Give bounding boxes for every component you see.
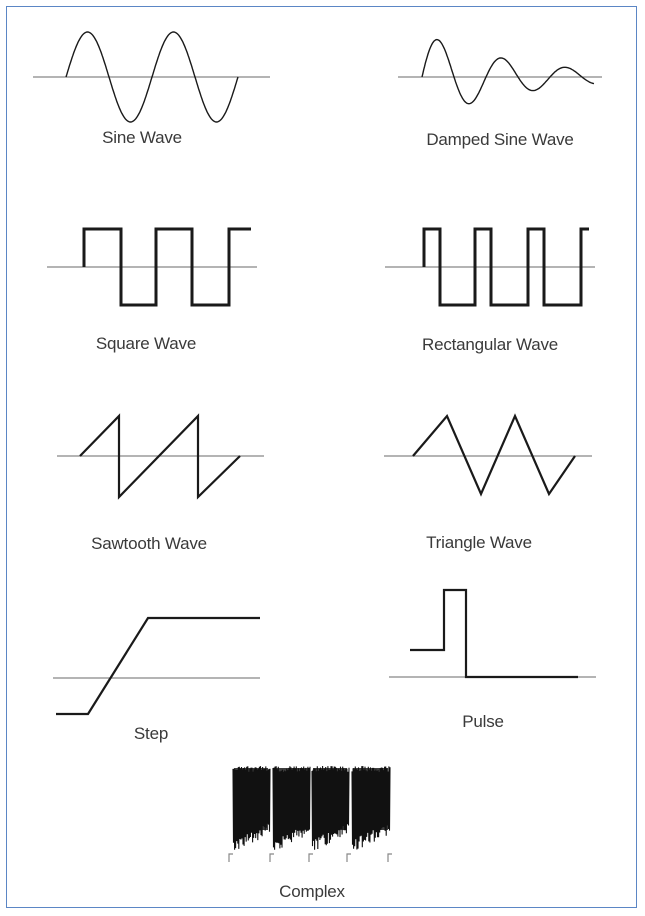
triangle-wave-label: Triangle Wave	[426, 533, 532, 552]
step-label: Step	[133, 724, 169, 743]
complex-burst-2	[272, 766, 311, 850]
sine-wave-label: Sine Wave	[102, 128, 182, 147]
pulse-figure	[389, 588, 596, 679]
complex-figure	[228, 765, 392, 862]
square-wave-trace	[82, 227, 251, 307]
square-wave-figure	[47, 227, 257, 307]
sine-wave-figure	[33, 31, 270, 123]
square-wave-label: Square Wave	[95, 334, 197, 353]
complex-burst-1	[232, 766, 271, 850]
triangle-wave-figure	[384, 413, 592, 497]
step-figure	[53, 616, 260, 716]
complex-bursts	[232, 765, 391, 850]
rectangular-wave-trace	[422, 227, 589, 307]
pulse-trace	[410, 588, 578, 679]
complex-burst-4	[351, 766, 391, 850]
sawtooth-wave-figure	[57, 413, 264, 500]
complex-burst-3	[311, 765, 350, 850]
damped-sine-wave-label: Damped Sine Wave	[426, 130, 574, 149]
rectangular-wave-figure	[385, 227, 595, 307]
sine-wave-curve	[65, 31, 239, 123]
complex-label: Complex	[279, 882, 345, 901]
complex-baseline	[228, 853, 392, 862]
sawtooth-wave-label: Sawtooth Wave	[91, 534, 207, 553]
sawtooth-wave-trace	[79, 413, 241, 500]
pulse-label: Pulse	[462, 712, 504, 731]
step-trace	[56, 616, 260, 716]
damped-sine-wave-figure	[398, 38, 602, 105]
rectangular-wave-label: Rectangular Wave	[421, 335, 559, 354]
triangle-wave-trace	[412, 413, 576, 497]
damped-sine-wave-curve	[421, 38, 595, 105]
